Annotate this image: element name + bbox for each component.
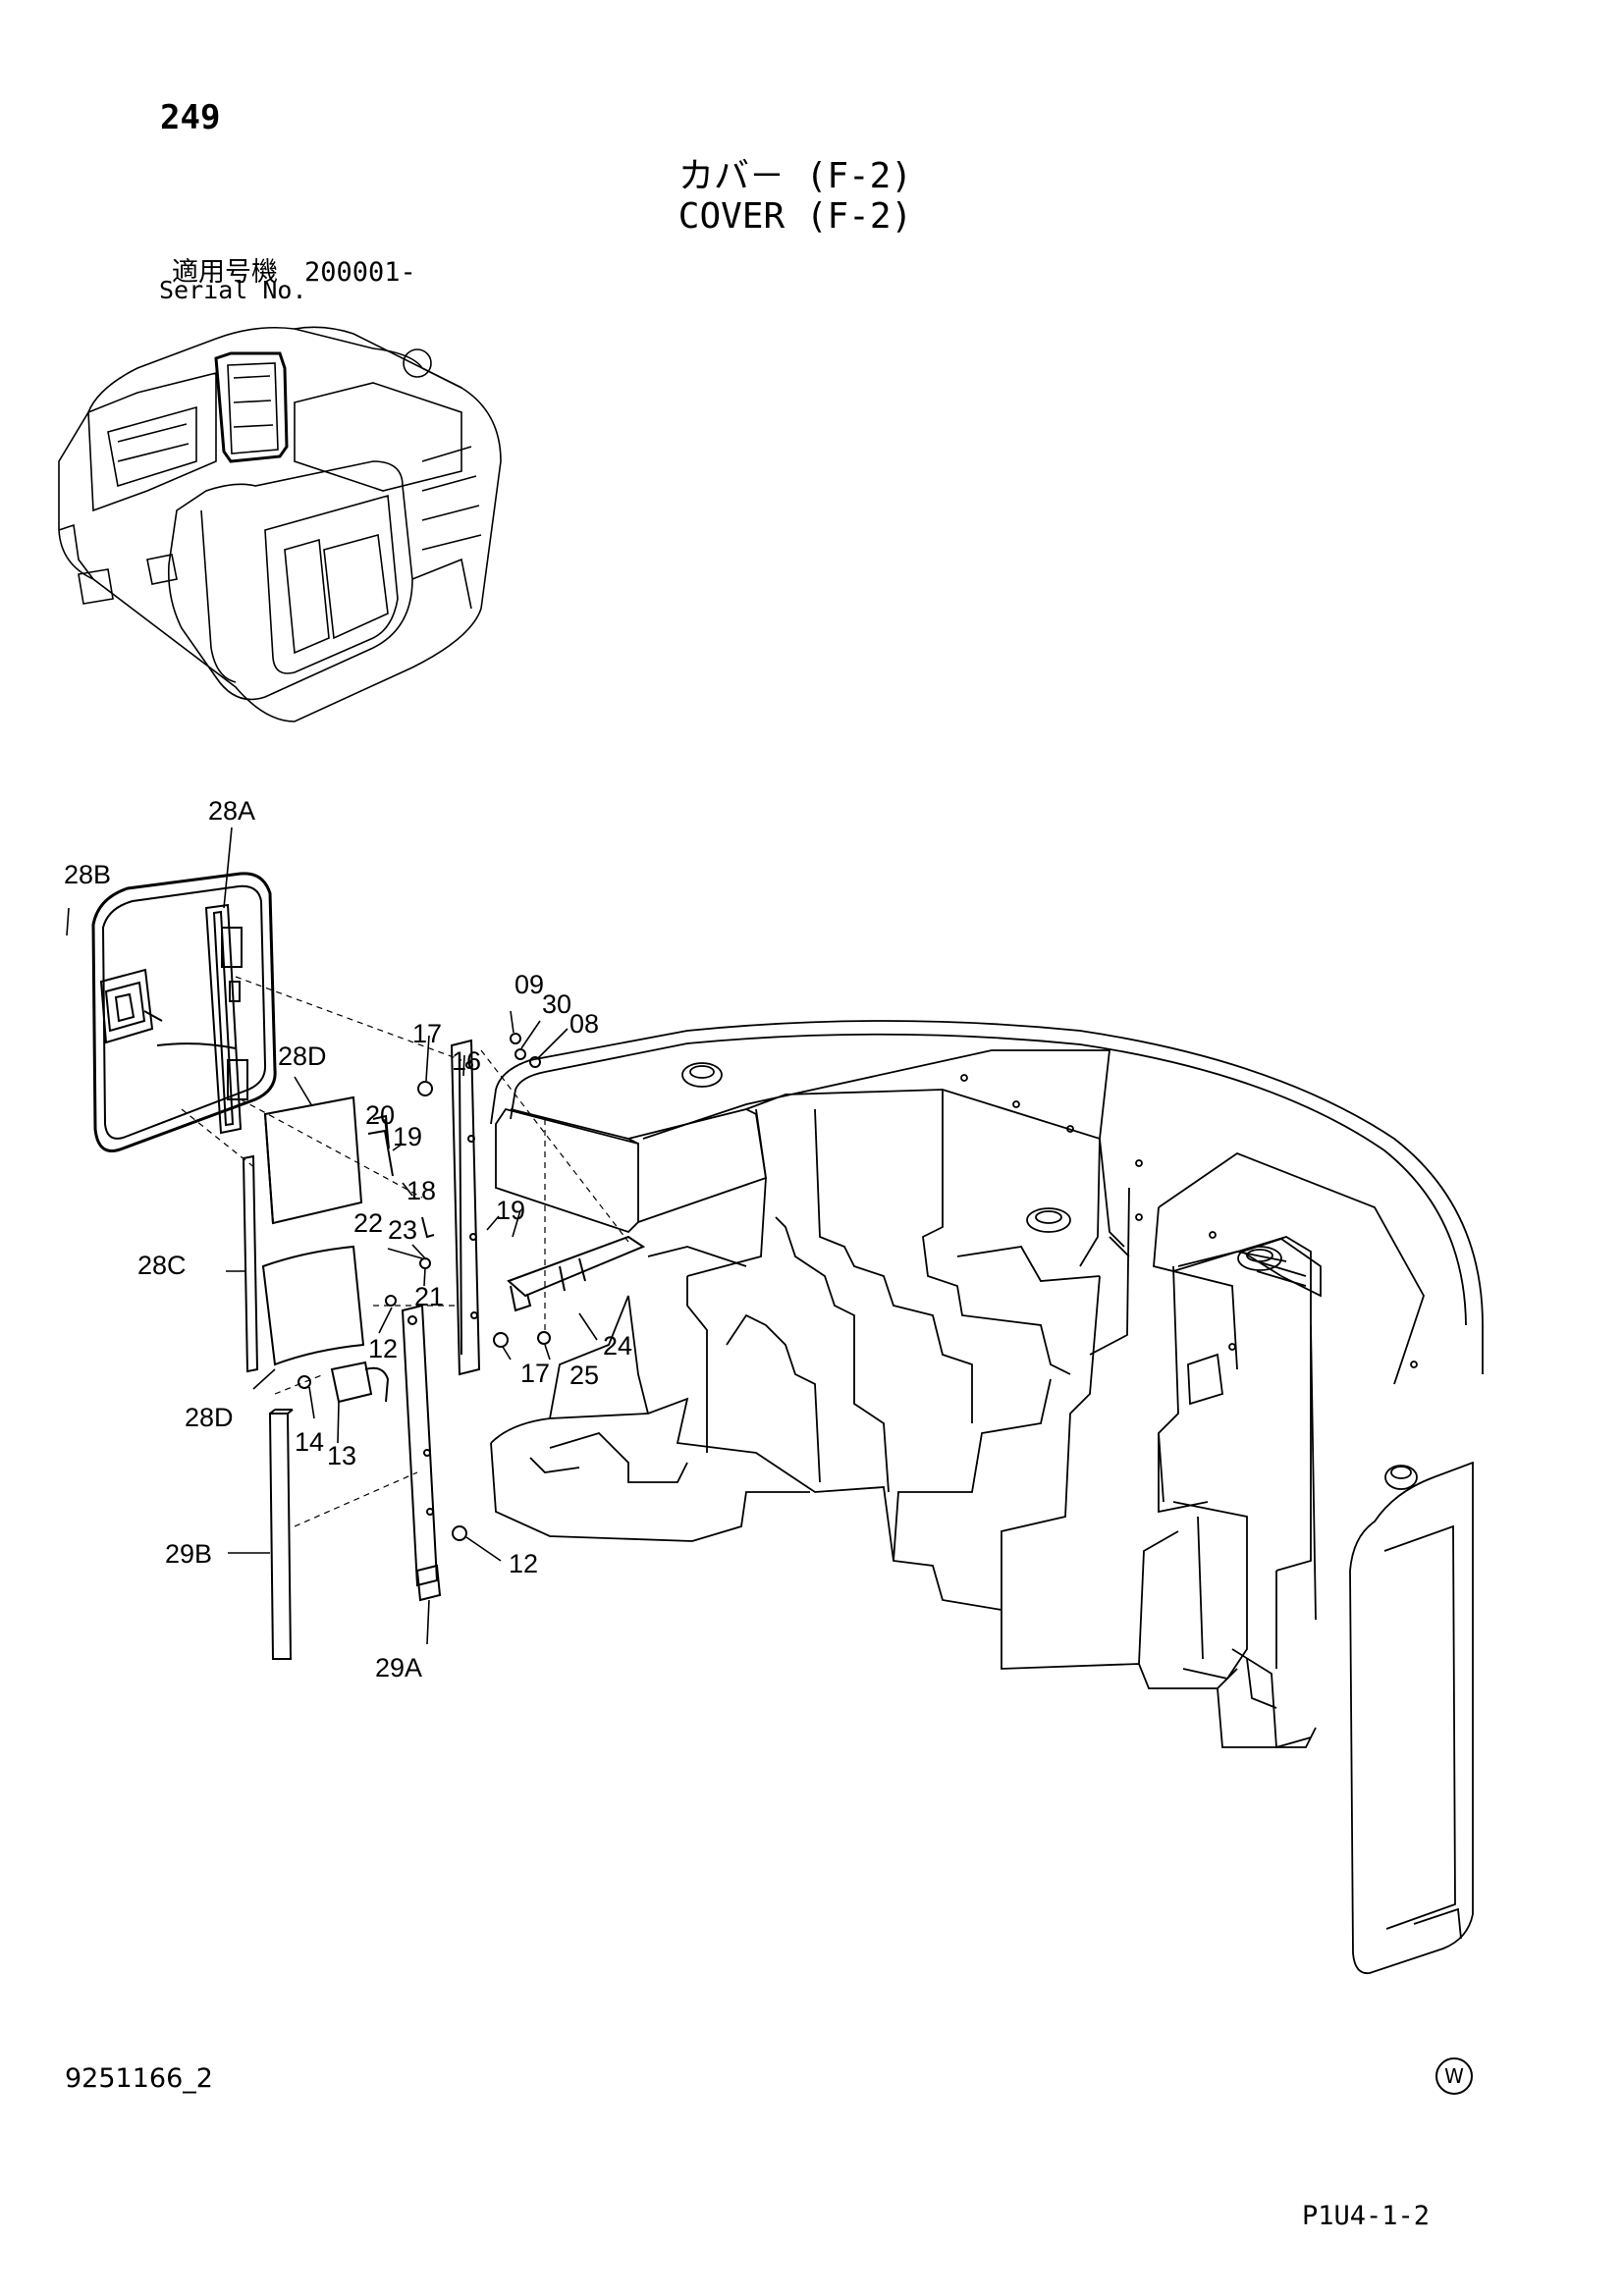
pad-28D-lower <box>261 1245 365 1366</box>
sheet-code: P1U4-1-2 <box>1302 2201 1431 2231</box>
bracket-24 <box>507 1235 646 1312</box>
callout-14: 14 <box>295 1427 324 1457</box>
serial-label-english: Serial No. <box>159 276 307 304</box>
alignment-lines <box>181 976 629 1527</box>
callout-08: 08 <box>569 1009 599 1039</box>
callout-12-lower: 12 <box>509 1549 538 1578</box>
callout-20: 20 <box>365 1100 395 1130</box>
callout-17-upper: 17 <box>412 1019 442 1048</box>
clip-13 <box>330 1361 390 1404</box>
callout-28C: 28C <box>137 1251 187 1280</box>
callout-22: 22 <box>353 1208 383 1238</box>
callout-24: 24 <box>603 1331 632 1361</box>
rail-29A <box>401 1304 442 1602</box>
callout-09: 09 <box>514 970 544 999</box>
page-number: 249 <box>160 98 221 137</box>
callout-21: 21 <box>414 1282 444 1311</box>
callout-16: 16 <box>452 1046 481 1076</box>
cover-plate-28A <box>91 872 277 1152</box>
callout-17-lower: 17 <box>520 1359 550 1388</box>
callout-28D-lower: 28D <box>185 1403 234 1432</box>
housing-assembly <box>490 1020 1484 1975</box>
callout-18: 18 <box>406 1176 436 1205</box>
fasteners <box>298 1033 551 1541</box>
callout-28D-upper: 28D <box>278 1041 327 1071</box>
strip-28C <box>242 1154 259 1373</box>
callout-19-right: 19 <box>496 1196 525 1225</box>
pad-28D-upper <box>263 1095 363 1225</box>
callout-29A: 29A <box>375 1653 422 1682</box>
page-title-japanese: カバ－ (F-2) <box>677 156 913 196</box>
callout-28B: 28B <box>64 860 111 889</box>
w-mark-symbol: W <box>1435 2057 1473 2095</box>
bar-29B <box>268 1409 294 1660</box>
page-title-english: COVER (F-2) <box>677 196 913 237</box>
callout-labels: 28A 28B 28D 28C 28D 29B 29A 09 30 08 17 … <box>64 796 632 1682</box>
leader-lines <box>66 827 598 1645</box>
bracket-16 <box>450 1039 481 1376</box>
serial-label-japanese: 適用号機 200001- <box>172 257 416 288</box>
callout-12-upper: 12 <box>368 1334 398 1363</box>
callout-25: 25 <box>569 1361 599 1390</box>
machine-overview-sketch <box>58 326 502 722</box>
callout-29B: 29B <box>165 1539 212 1569</box>
callout-23: 23 <box>388 1215 417 1245</box>
document-code: 9251166_2 <box>65 2063 213 2094</box>
callout-28A: 28A <box>208 796 255 826</box>
callout-13: 13 <box>327 1441 356 1470</box>
callout-19-upper: 19 <box>393 1122 422 1151</box>
callout-30: 30 <box>542 989 571 1019</box>
